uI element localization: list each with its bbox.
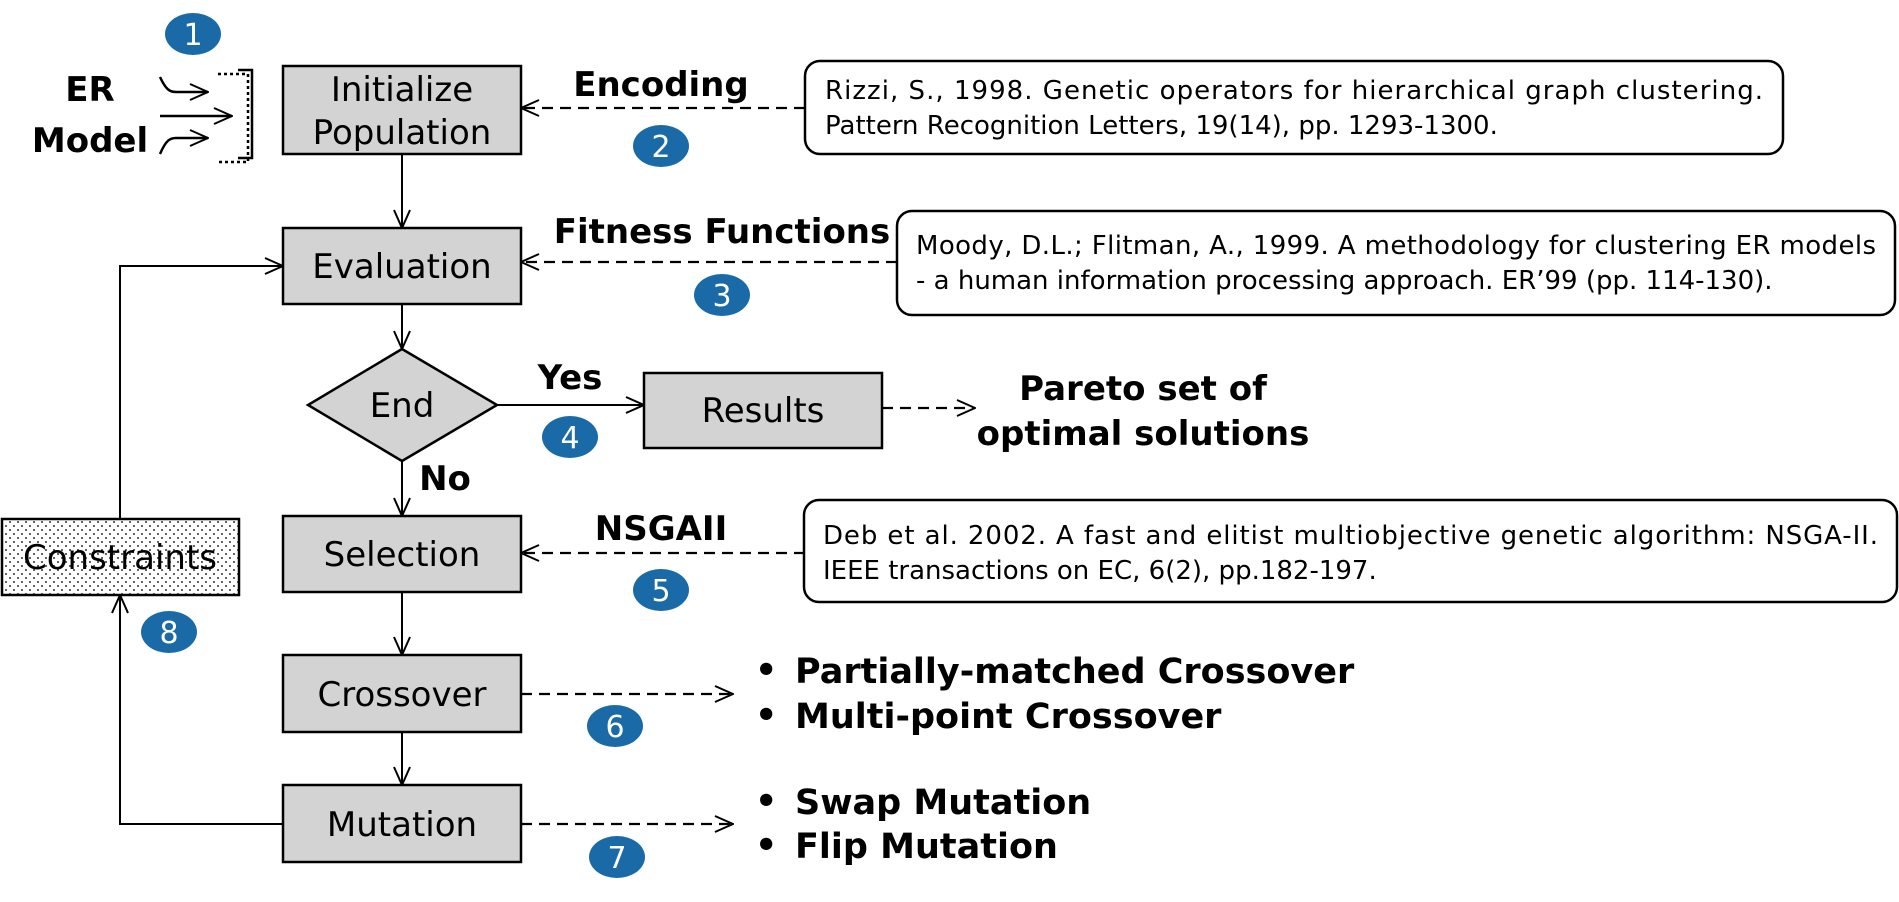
badge-5: 5: [633, 569, 689, 611]
crossover-label: Crossover: [317, 675, 486, 715]
svg-text:4: 4: [560, 421, 579, 456]
input-arrows-icon: [158, 68, 254, 164]
bullet-icon: •: [755, 651, 777, 691]
selection-label: Selection: [324, 535, 481, 575]
badge-8: 8: [141, 611, 197, 653]
reference-rizzi-line1: Rizzi, S., 1998. Genetic operators for h…: [825, 76, 1763, 106]
badge-6: 6: [587, 705, 643, 747]
badge-2: 2: [633, 125, 689, 167]
svg-text:6: 6: [605, 710, 624, 745]
svg-text:3: 3: [712, 279, 731, 314]
mutation-box: Mutation: [281, 783, 523, 864]
reference-moody: Moody, D.L.; Flitman, A., 1999. A method…: [895, 209, 1897, 317]
badge-7: 7: [589, 836, 645, 878]
model-label: Model: [32, 121, 148, 161]
crossover-methods-list: • Partially-matched Crossover • Multi-po…: [755, 651, 1355, 737]
step-badges: 1 2 3 4 5 6 7 8: [141, 13, 750, 878]
fitness-functions-label: Fitness Functions: [554, 212, 891, 252]
results-box: Results: [642, 371, 884, 450]
evaluation-box: Evaluation: [281, 226, 523, 306]
reference-rizzi: Rizzi, S., 1998. Genetic operators for h…: [803, 59, 1785, 156]
badge-3: 3: [694, 274, 750, 316]
bullet-icon: •: [755, 696, 777, 736]
initialize-label: Initialize: [331, 70, 473, 110]
reference-rizzi-line2: Pattern Recognition Letters, 19(14), pp.…: [825, 111, 1498, 141]
nsgaii-label: NSGAII: [595, 509, 727, 549]
population-label: Population: [313, 113, 492, 153]
encoding-label: Encoding: [573, 65, 748, 105]
svg-text:1: 1: [183, 18, 202, 53]
mutation-method-item: Flip Mutation: [795, 827, 1058, 867]
bullet-icon: •: [755, 782, 777, 822]
badge-4: 4: [542, 416, 598, 458]
yes-label: Yes: [537, 358, 603, 398]
crossover-box: Crossover: [281, 653, 523, 734]
reference-moody-line2: - a human information processing approac…: [916, 266, 1773, 296]
pareto-label-line2: optimal solutions: [977, 414, 1310, 454]
end-label: End: [370, 386, 435, 426]
crossover-method-item: Partially-matched Crossover: [795, 652, 1355, 692]
results-label: Results: [702, 391, 825, 431]
evaluation-label: Evaluation: [312, 247, 491, 287]
selection-box: Selection: [281, 514, 523, 594]
er-model-input: ER Model: [32, 68, 254, 164]
flow-arrows: [119, 154, 644, 825]
reference-deb: Deb et al. 2002. A fast and elitist mult…: [802, 498, 1899, 604]
dashed-arrows: [521, 108, 975, 824]
mutation-method-item: Swap Mutation: [795, 783, 1091, 823]
pareto-label-line1: Pareto set of: [1019, 369, 1268, 409]
mutation-methods-list: • Swap Mutation • Flip Mutation: [755, 782, 1091, 867]
no-label: No: [419, 459, 471, 499]
end-decision: End: [305, 347, 500, 463]
reference-deb-line2: IEEE transactions on EC, 6(2), pp.182-19…: [823, 556, 1377, 586]
constraints-label: Constraints: [23, 538, 217, 578]
svg-text:8: 8: [159, 616, 178, 651]
constraints-box: Constraints: [0, 517, 241, 597]
svg-text:5: 5: [651, 574, 670, 609]
arrow-constraints-to-evaluation: [119, 266, 283, 519]
bullet-icon: •: [755, 826, 777, 866]
crossover-method-item: Multi-point Crossover: [795, 697, 1222, 737]
initialize-population-box: Initialize Population: [281, 64, 523, 156]
mutation-label: Mutation: [327, 805, 477, 845]
svg-text:7: 7: [607, 841, 626, 876]
arrow-mutation-to-constraints: [120, 595, 283, 825]
reference-deb-line1: Deb et al. 2002. A fast and elitist mult…: [823, 521, 1878, 551]
svg-text:2: 2: [651, 130, 670, 165]
er-label: ER: [65, 70, 114, 110]
reference-moody-line1: Moody, D.L.; Flitman, A., 1999. A method…: [916, 231, 1876, 261]
badge-1: 1: [165, 13, 221, 55]
